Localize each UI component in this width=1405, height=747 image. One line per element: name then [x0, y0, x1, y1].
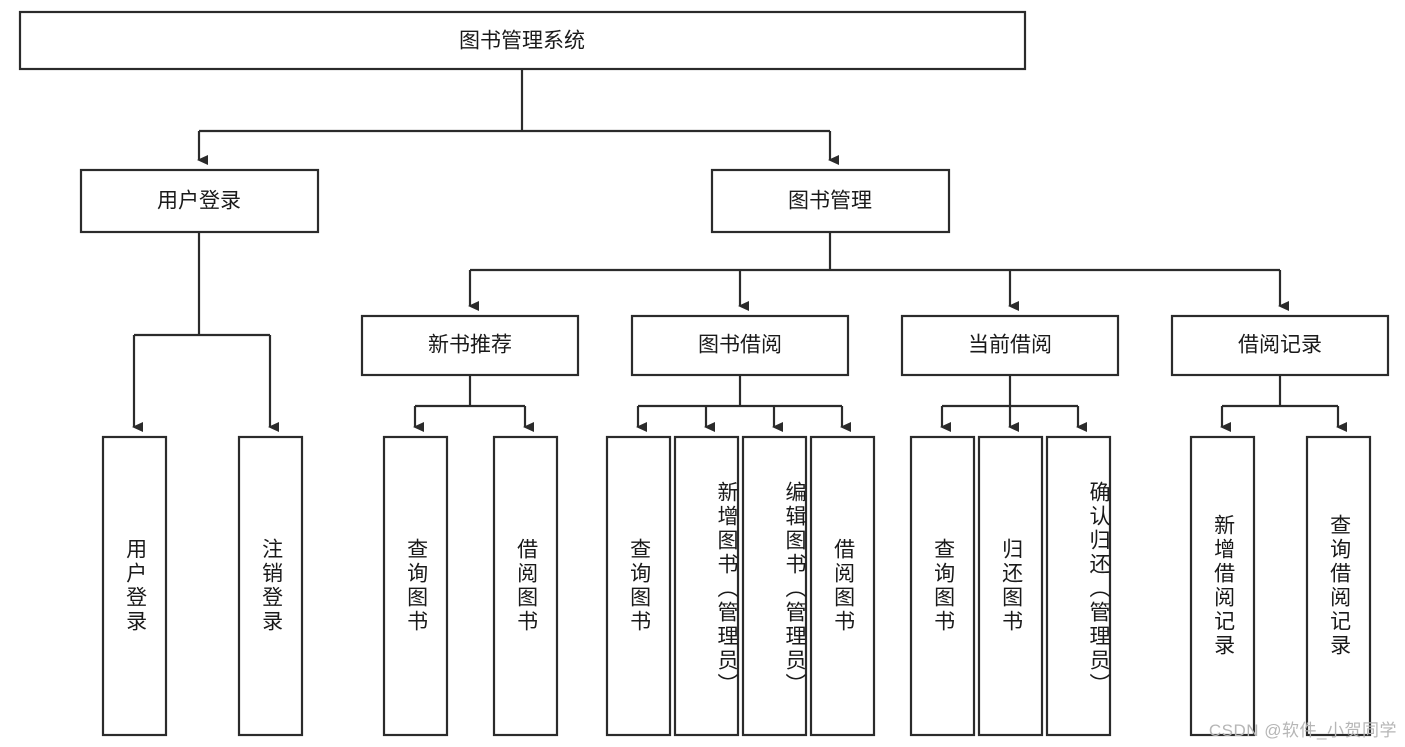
- node-book-borrow[interactable]: 图书借阅: [630, 314, 850, 377]
- node-book-borrow-label: 图书借阅: [698, 334, 782, 357]
- leaf-box-query-book-3[interactable]: [909, 435, 976, 737]
- node-user-login[interactable]: 用户登录: [79, 168, 320, 234]
- leaf-box-borrow-book-2[interactable]: [809, 435, 876, 737]
- edge-group-book-borrow-to-leaves: [636, 375, 851, 432]
- node-book-management[interactable]: 图书管理: [710, 168, 951, 234]
- node-borrow-record[interactable]: 借阅记录: [1170, 314, 1390, 377]
- node-current-borrow-box[interactable]: [900, 314, 1120, 377]
- leaf-box-query-record[interactable]: [1305, 435, 1372, 737]
- node-borrow-record-label: 借阅记录: [1238, 334, 1322, 357]
- node-root[interactable]: 图书管理系统: [18, 10, 1027, 71]
- edge-group-current-borrow-to-leaves: [940, 375, 1087, 432]
- node-current-borrow[interactable]: 当前借阅: [900, 314, 1120, 377]
- node-new-book-recommend[interactable]: 新书推荐: [360, 314, 580, 377]
- leaf-box-query-book-1[interactable]: [382, 435, 449, 737]
- node-borrow-record-box[interactable]: [1170, 314, 1390, 377]
- node-book-management-label: 图书管理: [788, 190, 872, 213]
- node-user-login-label: 用户登录: [157, 190, 241, 213]
- node-root-label: 图书管理系统: [459, 30, 585, 53]
- node-new-book-recommend-label: 新书推荐: [428, 334, 512, 357]
- node-current-borrow-label: 当前借阅: [968, 334, 1052, 357]
- edge-group-new-book-recommend-to-leaves: [413, 375, 534, 432]
- leaf-box-edit-book[interactable]: [741, 435, 808, 737]
- edge-group-root-to-level2: [197, 69, 839, 165]
- node-book-borrow-box[interactable]: [630, 314, 850, 377]
- leaf-box-confirm-return[interactable]: [1045, 435, 1112, 737]
- node-user-login-box[interactable]: [79, 168, 320, 234]
- node-root-box[interactable]: [18, 10, 1027, 71]
- leaf-box-return-book[interactable]: [977, 435, 1044, 737]
- leaf-box-add-book[interactable]: [673, 435, 740, 737]
- leaf-boxes: [101, 435, 1372, 737]
- node-new-book-recommend-box[interactable]: [360, 314, 580, 377]
- leaf-box-add-record[interactable]: [1189, 435, 1256, 737]
- leaf-box-borrow-book-1[interactable]: [492, 435, 559, 737]
- leaf-box-logout[interactable]: [237, 435, 304, 737]
- node-book-management-box[interactable]: [710, 168, 951, 234]
- edge-group-borrow-record-to-leaves: [1220, 375, 1347, 432]
- csdn-watermark: CSDN @软件_小贺同学: [1208, 721, 1397, 740]
- edge-group-book-management-to-level3: [468, 232, 1289, 311]
- edge-group-user-login-to-leaves: [132, 232, 279, 432]
- leaf-box-query-book-2[interactable]: [605, 435, 672, 737]
- leaf-box-user-login[interactable]: [101, 435, 168, 737]
